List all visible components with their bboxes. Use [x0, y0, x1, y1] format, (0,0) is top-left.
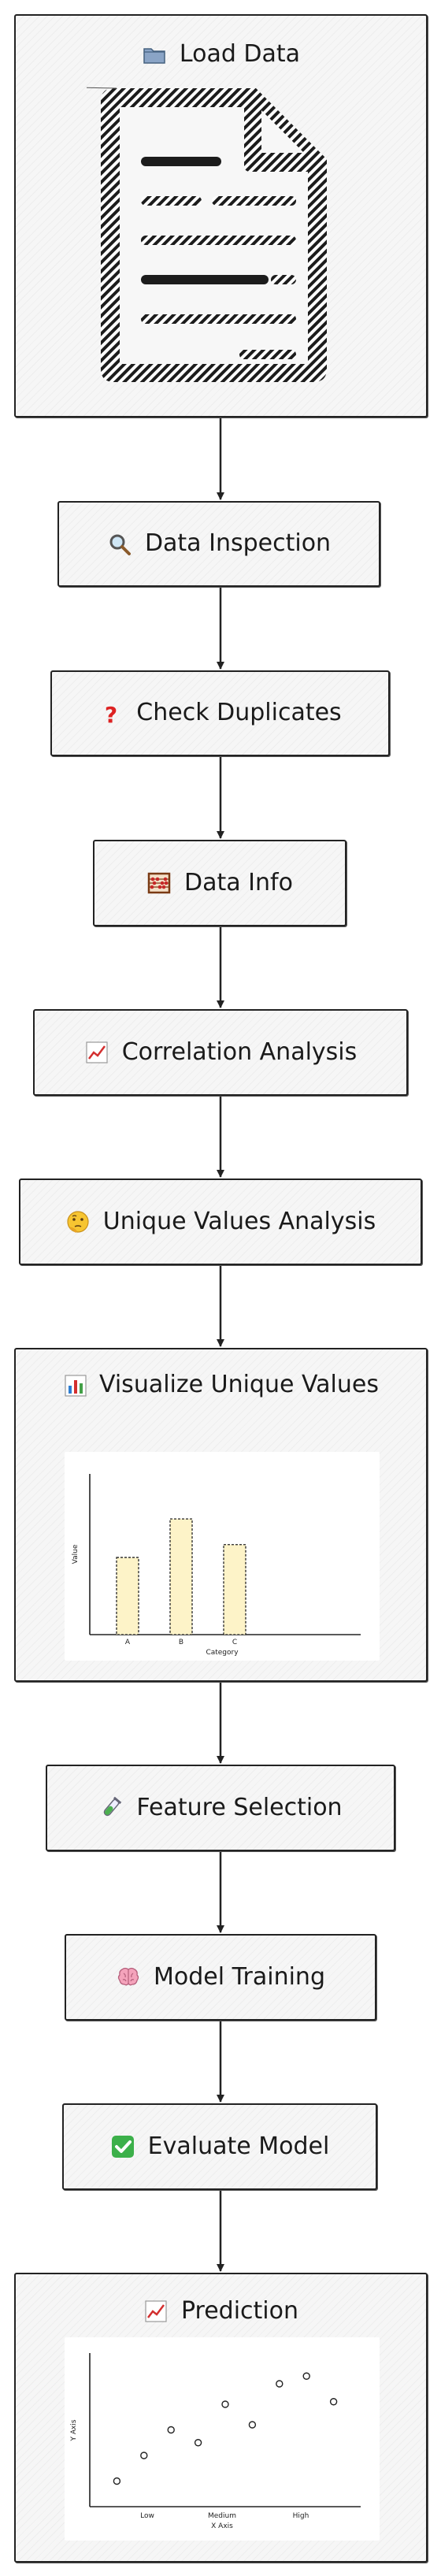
document-icon [87, 87, 327, 382]
bar-chart: A B C Category Value [72, 1474, 361, 1657]
scatter-point [113, 2477, 121, 2485]
svg-text:?: ? [105, 702, 117, 726]
node-data-inspection[interactable]: Data Inspection [57, 501, 380, 587]
question-mark-icon: ? [105, 702, 117, 726]
node-evaluate-model[interactable]: Evaluate Model [62, 2103, 377, 2190]
node-unique-values-analysis[interactable]: Unique Values Analysis [19, 1179, 422, 1265]
node-unique-values-analysis-label: Unique Values Analysis [102, 1207, 376, 1235]
scatter-chart-tick-high: High [293, 2512, 309, 2520]
brain-icon [117, 1967, 139, 1986]
scatter-point [221, 2400, 229, 2408]
node-prediction[interactable]: Prediction Low Medium High X Axis Y Axis [14, 2273, 428, 2563]
bar-A [116, 1557, 139, 1635]
node-load-data-title: Load Data [118, 36, 324, 73]
check-mark-icon [111, 2136, 134, 2158]
node-visualize-unique-values-label: Visualize Unique Values [98, 1371, 379, 1398]
abacus-icon [147, 872, 171, 894]
bar-chart-panel: A B C Category Value [65, 1452, 380, 1661]
scatter-chart-xlabel: X Axis [211, 2522, 233, 2530]
bar-B [169, 1518, 193, 1635]
document-text-lines [141, 157, 296, 359]
bar-chart-xlabel: Category [206, 1649, 239, 1657]
scatter-chart: Low Medium High X Axis Y Axis [70, 2353, 361, 2530]
bar-chart-tick-A: A [125, 1639, 131, 1646]
node-check-duplicates-label: Check Duplicates [136, 699, 342, 727]
scatter-point [248, 2421, 257, 2429]
scatter-chart-panel: Low Medium High X Axis Y Axis [65, 2337, 380, 2541]
node-data-inspection-label: Data Inspection [144, 529, 332, 558]
node-visualize-unique-values[interactable]: Visualize Unique Values A B C Category Val… [14, 1348, 428, 1682]
scatter-point [276, 2380, 284, 2388]
node-check-duplicates[interactable]: ? Check Duplicates [50, 670, 390, 756]
node-feature-selection-label: Feature Selection [136, 1793, 343, 1821]
bar-chart-tick-B: B [179, 1639, 183, 1646]
node-feature-selection[interactable]: Feature Selection [46, 1765, 395, 1851]
scatter-point [167, 2426, 175, 2434]
scatter-point [140, 2452, 148, 2459]
node-data-info[interactable]: Data Info [93, 840, 346, 926]
node-load-data-label: Load Data [179, 40, 301, 68]
node-model-training-label: Model Training [154, 1962, 325, 1991]
node-visualize-unique-values-title: Visualize Unique Values [39, 1367, 402, 1404]
test-tube-icon [104, 1796, 122, 1817]
node-evaluate-model-label: Evaluate Model [147, 2132, 330, 2160]
trend-chart-icon [86, 1041, 108, 1063]
magnifier-icon [109, 534, 131, 555]
node-model-training[interactable]: Model Training [65, 1934, 376, 2021]
node-correlation-analysis[interactable]: Correlation Analysis [33, 1009, 408, 1096]
node-correlation-analysis-label: Correlation Analysis [121, 1037, 358, 1066]
scatter-chart-ylabel: Y Axis [70, 2419, 78, 2441]
bar-chart-ylabel: Value [72, 1544, 80, 1564]
folder-icon [143, 48, 165, 64]
scatter-chart-tick-low: Low [140, 2512, 154, 2520]
trend-chart-icon [145, 2300, 167, 2322]
scatter-point [302, 2372, 310, 2380]
bar-chart-icon [65, 1374, 87, 1397]
node-data-info-label: Data Info [184, 868, 293, 896]
node-load-data[interactable]: Load Data [14, 14, 428, 418]
bar-chart-tick-C: C [232, 1639, 237, 1646]
bar-C [223, 1544, 246, 1635]
scatter-point [194, 2439, 202, 2447]
scatter-point [329, 2398, 338, 2406]
scatter-chart-tick-medium: Medium [208, 2512, 236, 2520]
node-prediction-title: Prediction [120, 2293, 322, 2330]
node-prediction-label: Prediction [180, 2297, 299, 2325]
thinking-face-icon [67, 1211, 89, 1233]
